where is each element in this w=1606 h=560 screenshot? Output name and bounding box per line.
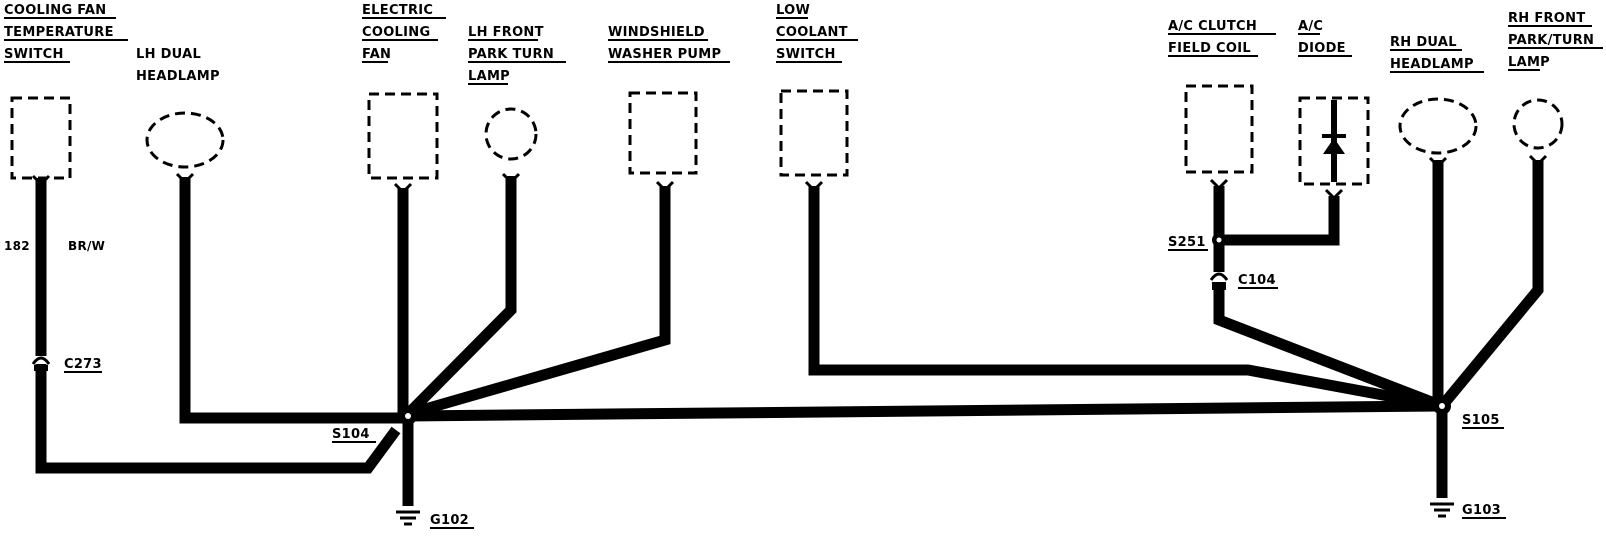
label-line: FIELD COIL <box>1168 41 1251 56</box>
label-line: ELECTRIC <box>362 3 433 18</box>
label-windshield-washer-pump: WINDSHIELD WASHER PUMP <box>608 25 730 63</box>
connector-c104: C104 <box>1209 272 1278 290</box>
ground-g102: G102 <box>396 510 474 529</box>
label-ac-clutch-field-coil: A/C CLUTCH FIELD COIL <box>1168 19 1276 57</box>
label-line: LOW <box>776 3 810 18</box>
label-ac-diode: A/C DIODE <box>1298 19 1352 57</box>
label-line: LH DUAL <box>136 47 201 62</box>
label-rh-dual-headlamp: RH DUAL HEADLAMP <box>1390 35 1484 73</box>
electric-cooling-fan-symbol <box>367 92 439 180</box>
label-cooling-fan-temp-switch: COOLING FAN TEMPERATURE SWITCH <box>4 3 128 63</box>
lh-headlamp-symbol <box>145 111 225 169</box>
rh-headlamp-symbol <box>1398 97 1478 155</box>
splice-s104: S104 <box>332 407 417 443</box>
splice-s105-label: S105 <box>1462 413 1500 428</box>
label-line: A/C <box>1298 19 1323 34</box>
label-rh-front-park-turn-lamp: RH FRONT PARK/TURN LAMP <box>1508 11 1603 71</box>
ground-g102-label: G102 <box>430 513 469 528</box>
cooling-fan-switch-symbol <box>10 96 72 180</box>
splice-s104-label: S104 <box>332 427 370 442</box>
label-line: LAMP <box>1508 55 1550 70</box>
diode-icon <box>1322 100 1346 182</box>
label-line: FAN <box>362 47 391 62</box>
connector-c273-label: C273 <box>64 357 102 372</box>
label-line: HEADLAMP <box>1390 57 1474 72</box>
label-line: COOLING <box>362 25 430 40</box>
ground-g103-label: G103 <box>1462 503 1501 518</box>
connector-c104-label: C104 <box>1238 273 1276 288</box>
label-line: LH FRONT <box>468 25 544 40</box>
wire-circuit-number: 182 <box>4 239 30 253</box>
label-line: A/C CLUTCH <box>1168 19 1257 34</box>
splice-s251-label: S251 <box>1168 235 1206 250</box>
label-line: PARK TURN <box>468 47 554 62</box>
label-line: PARK/TURN <box>1508 33 1594 48</box>
label-line: SWITCH <box>776 47 836 62</box>
label-low-coolant-switch: LOW COOLANT SWITCH <box>776 3 858 63</box>
ground-icon <box>396 510 420 526</box>
ground-icon <box>1430 502 1454 518</box>
label-line: RH DUAL <box>1390 35 1457 50</box>
ground-g103: G103 <box>1430 502 1506 519</box>
wire-ac-diode <box>1219 196 1340 246</box>
wire-c104-to-s105 <box>1213 290 1444 412</box>
label-lh-front-park-turn-lamp: LH FRONT PARK TURN LAMP <box>468 25 566 85</box>
label-line: DIODE <box>1298 41 1346 56</box>
label-line: COOLANT <box>776 25 848 40</box>
wire-low-coolant-switch <box>808 186 1444 412</box>
wire-lh-park-turn <box>404 176 517 418</box>
label-electric-cooling-fan: ELECTRIC COOLING FAN <box>362 3 446 63</box>
ac-clutch-coil-symbol <box>1184 84 1254 174</box>
label-line: SWITCH <box>4 47 64 62</box>
washer-pump-symbol <box>628 91 698 175</box>
wire-s104-s105 <box>407 400 1443 422</box>
wire-washer-pump <box>406 186 671 420</box>
label-line: LAMP <box>468 69 510 84</box>
connector-c273: C273 <box>31 356 102 373</box>
terminal-ends <box>31 154 1548 201</box>
wire-lh-headlamp <box>179 177 408 424</box>
label-line: TEMPERATURE <box>4 25 114 40</box>
rh-park-turn-lamp-symbol <box>1512 98 1564 150</box>
ac-diode-symbol <box>1298 96 1370 186</box>
label-line: HEADLAMP <box>136 69 220 84</box>
lh-park-turn-lamp-symbol <box>484 107 538 161</box>
label-lh-dual-headlamp: LH DUAL HEADLAMP <box>136 47 220 84</box>
wire-rh-park-turn <box>1437 160 1544 410</box>
label-line: WASHER PUMP <box>608 47 721 62</box>
low-coolant-switch-symbol <box>779 89 849 177</box>
label-line: WINDSHIELD <box>608 25 705 40</box>
wire-cooling-fan-switch <box>35 178 401 474</box>
label-line: COOLING FAN <box>4 3 106 18</box>
wire-color-code: BR/W <box>68 239 105 253</box>
splice-s105: S105 <box>1433 397 1504 429</box>
wiring <box>35 160 1544 506</box>
splice-s251: S251 <box>1168 233 1226 251</box>
label-line: RH FRONT <box>1508 11 1586 26</box>
